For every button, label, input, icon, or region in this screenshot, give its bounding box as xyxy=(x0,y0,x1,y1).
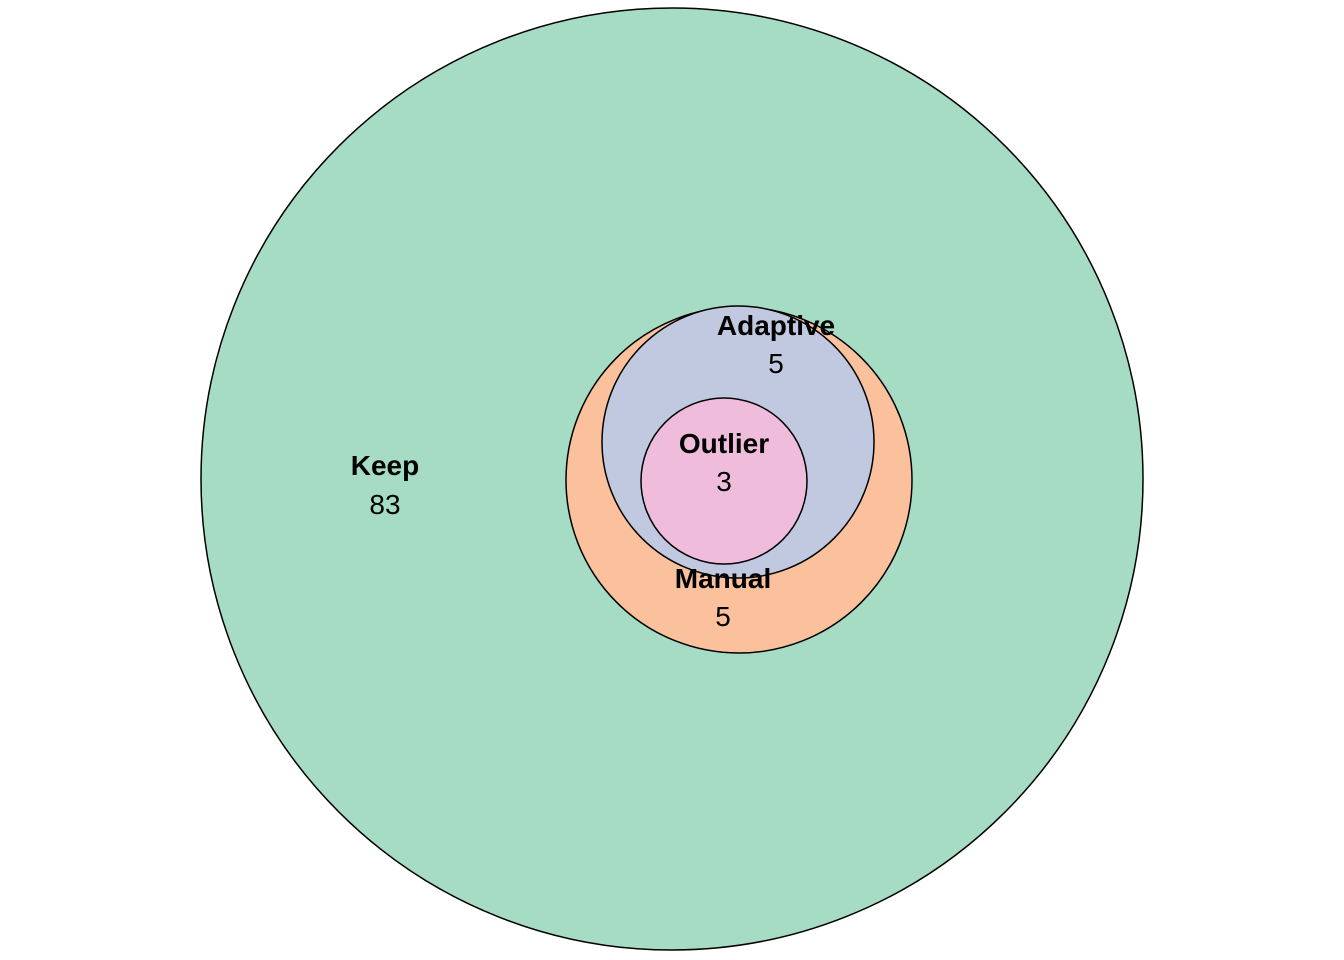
manual-set-label: Manual xyxy=(675,563,771,594)
keep-set-label: Keep xyxy=(351,450,419,481)
keep-set-count: 83 xyxy=(369,489,400,520)
outlier-set-count: 3 xyxy=(716,466,732,497)
manual-set-count: 5 xyxy=(715,601,731,632)
outlier-set-label: Outlier xyxy=(679,428,769,459)
adaptive-set-label: Adaptive xyxy=(717,310,835,341)
outlier-set-circle xyxy=(640,397,808,565)
adaptive-set-count: 5 xyxy=(768,348,784,379)
